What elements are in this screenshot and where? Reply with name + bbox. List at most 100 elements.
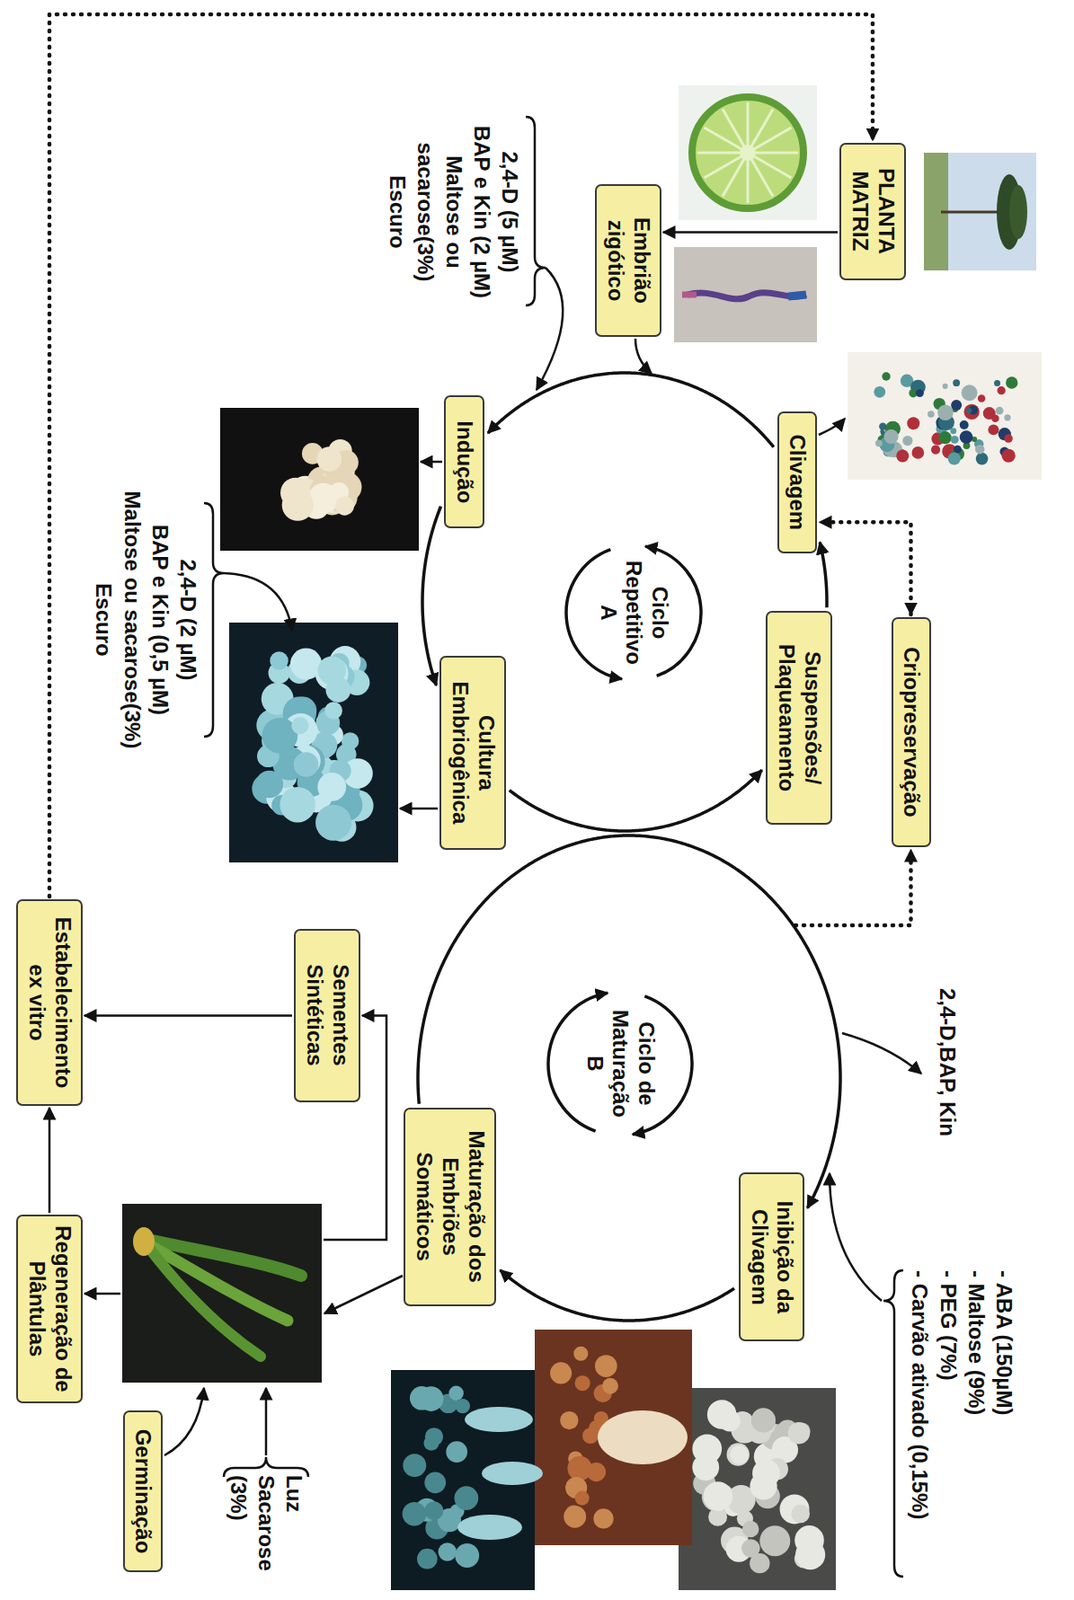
- photo-arrow: [164, 1388, 205, 1456]
- leader-arrow: [536, 267, 563, 391]
- node-text: Maturação dos Embriões Somáticos: [410, 1117, 489, 1298]
- cell-cluster: [293, 752, 320, 778]
- node-text: Criopreservação: [898, 626, 925, 839]
- brace: [883, 1270, 904, 1578]
- cell-cluster: [780, 1495, 810, 1526]
- cell-cluster: [692, 1434, 722, 1465]
- cell-cluster: [790, 1505, 810, 1525]
- cotyledon: [148, 1247, 261, 1358]
- condition-label: - Maltose (9%): [962, 1270, 991, 1586]
- cycle-circle: Ciclo Repetitivo A: [557, 536, 711, 690]
- brace: [204, 503, 224, 737]
- cell-cluster: [316, 446, 342, 472]
- cell-cluster: [1002, 449, 1016, 463]
- flow-arrow: [48, 1108, 52, 1214]
- cell-cluster: [994, 380, 1001, 387]
- cell-cluster: [881, 372, 890, 381]
- source-box: PLANTA MATRIZ: [839, 142, 906, 281]
- cotyledon: [148, 1244, 288, 1322]
- cell-cluster: [795, 1540, 826, 1571]
- brace: [525, 116, 546, 306]
- leader-arrow: [223, 573, 293, 631]
- process-box: Sementes Sintéticas: [293, 929, 361, 1103]
- cell-cluster: [703, 1482, 734, 1512]
- cell-cluster: [896, 450, 909, 463]
- leader-arrow: [829, 1173, 882, 1302]
- cycle-step-box: Clivagem: [777, 411, 818, 554]
- somatic-embryo: [464, 1407, 533, 1433]
- condition-label: - PEG (7%): [933, 1270, 962, 1586]
- cell-cluster: [602, 1378, 619, 1395]
- annotation-group: LuzSacarose (3%): [223, 1475, 309, 1593]
- cell-cluster: [256, 771, 285, 799]
- cell-cluster: [937, 405, 953, 421]
- cell-cluster: [902, 435, 913, 446]
- embryo-photo: [674, 247, 817, 343]
- condition-label: BAP e Kin (0,5 µM): [146, 476, 175, 764]
- cell-cluster: [563, 1506, 586, 1529]
- cell-cluster: [269, 651, 288, 670]
- cell-cluster: [950, 435, 959, 444]
- cell-cluster: [575, 1491, 590, 1507]
- cell-cluster: [417, 1549, 438, 1571]
- annotation-group: - ABA (150µM)- Maltose (9%)- PEG (7%)- C…: [905, 1270, 1019, 1586]
- cell-cluster: [454, 1544, 480, 1569]
- process-box: Estabelecimento ex vitro: [16, 899, 83, 1107]
- condition-label: Sacarose (3%): [223, 1475, 280, 1593]
- cell-cluster: [942, 383, 949, 390]
- flow-arrow: [663, 230, 838, 234]
- condition-label: - Carvão ativado (0,15%): [905, 1270, 934, 1586]
- plantlet-base: [133, 1227, 155, 1257]
- cell-cluster: [729, 1446, 749, 1465]
- cell-cluster: [582, 1428, 599, 1445]
- cell-cluster: [454, 1486, 480, 1511]
- leader-arrow: [265, 1388, 268, 1456]
- cell-cluster: [315, 805, 352, 842]
- cell-cluster: [966, 408, 972, 414]
- cell-cluster: [291, 717, 309, 735]
- somatic-embryo: [457, 1515, 523, 1541]
- cell-cluster: [964, 404, 980, 420]
- cell-cluster: [317, 772, 347, 802]
- cell-cluster: [727, 1443, 750, 1466]
- cycle-circle: Ciclo de Maturação B: [539, 983, 702, 1146]
- cell-cluster: [751, 1408, 776, 1433]
- cell-cluster: [1005, 376, 1018, 389]
- cycle-step-box: Cultura Embriogênica: [439, 656, 506, 851]
- cell-cluster: [593, 1508, 613, 1529]
- fruit-slice: [692, 97, 804, 209]
- embryo-shape: [788, 294, 807, 297]
- cell-cluster: [759, 1526, 790, 1557]
- cell-cluster: [290, 647, 322, 680]
- condition-label: BAP e Kin (2 µM): [468, 108, 497, 316]
- annotation-group: 2,4-D,BAP, Kin: [933, 988, 962, 1223]
- photo-arrow: [818, 418, 845, 435]
- dotted-connector: [819, 522, 912, 615]
- cell-cluster: [742, 1521, 760, 1539]
- cell-cluster: [915, 389, 924, 398]
- embryo-shape: [682, 292, 697, 299]
- process-box: Germinação: [123, 1411, 164, 1573]
- cycle-arc: [509, 770, 763, 832]
- cell-cluster: [991, 415, 1000, 424]
- condition-label: Maltose ou sacarose(3%): [117, 476, 146, 764]
- tree-crown: [1009, 185, 1028, 240]
- cell-cluster: [996, 386, 1005, 395]
- cell-cluster: [573, 1347, 588, 1362]
- node-text: Germinação: [130, 1420, 157, 1564]
- process-box: Embrião zigótico: [594, 184, 662, 338]
- condition-label: Escuro: [383, 108, 412, 316]
- cell-cluster: [282, 489, 314, 522]
- cleavage-photo: [847, 352, 1042, 480]
- cell-cluster: [977, 394, 986, 403]
- brace: [223, 1457, 309, 1478]
- cell-cluster: [438, 1543, 457, 1562]
- cell-cluster: [931, 444, 941, 454]
- cell-cluster: [318, 656, 347, 686]
- annotation-group: 2,4-D (5 µM)BAP e Kin (2 µM)Maltose ou s…: [383, 108, 524, 316]
- embryo-shape: [687, 292, 807, 300]
- node-text: Ciclo Repetitivo A: [594, 557, 673, 670]
- condition-label: Escuro: [89, 476, 118, 764]
- flow-arrow: [84, 1014, 293, 1018]
- induction-photo: [220, 408, 419, 551]
